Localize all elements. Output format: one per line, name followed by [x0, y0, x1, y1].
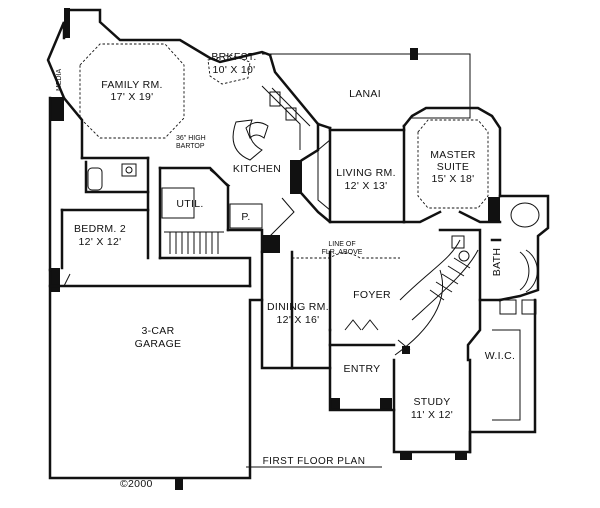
wall-block	[50, 268, 60, 292]
toilet-bowl	[458, 250, 470, 262]
room-label-brkfst-size: 10' X 10'	[213, 64, 256, 76]
stair-curve	[399, 239, 461, 301]
tub	[510, 202, 540, 228]
wall	[62, 96, 84, 160]
exterior-wall	[392, 358, 472, 454]
plan-title: FIRST FLOOR PLAN	[263, 456, 366, 467]
room-label-garage-1: 3-CAR	[141, 325, 174, 337]
counter	[267, 197, 295, 239]
wall	[458, 210, 502, 224]
exterior-wall	[328, 328, 396, 412]
wall	[438, 228, 502, 302]
wall-block	[400, 452, 412, 460]
wall	[84, 160, 150, 194]
room-label-study-size: 11' X 12'	[411, 409, 453, 421]
bathtub	[87, 167, 103, 191]
stairs-1	[164, 231, 224, 254]
exterior-wall	[498, 194, 550, 302]
room-label-master-size: 15' X 18'	[432, 173, 475, 185]
sink	[499, 299, 517, 315]
room-label-media: MEDIA	[56, 69, 63, 92]
copyright: ©2000	[120, 478, 153, 490]
flr-above-label-2: FLR. ABOVE	[322, 249, 363, 256]
garage-door	[63, 273, 71, 287]
wall	[158, 256, 252, 288]
wall	[300, 122, 320, 162]
exterior-wall	[402, 106, 502, 198]
room-label-bath: BATH	[491, 248, 503, 276]
bartop-label-2: BARTOP	[176, 143, 205, 150]
fireplace	[290, 160, 302, 194]
toilet	[451, 235, 465, 249]
room-label-lanai: LANAI	[349, 88, 381, 100]
room-label-study-name: STUDY	[413, 396, 450, 408]
sink	[121, 163, 137, 177]
counter	[261, 85, 301, 150]
room-label-master-name2: SUITE	[437, 161, 469, 173]
room-label-family-size: 17' X 19'	[111, 91, 154, 103]
wall-block	[455, 452, 467, 460]
room-label-brkfst-name: BRKFST.	[211, 51, 256, 63]
wall	[226, 228, 264, 254]
ceiling-outline	[207, 54, 251, 85]
wall	[300, 192, 406, 224]
counter	[209, 169, 231, 187]
exterior-wall	[268, 53, 332, 130]
room-label-util: UTIL.	[176, 198, 203, 210]
exterior-wall	[48, 268, 264, 480]
room-label-entry: ENTRY	[344, 363, 381, 375]
wall-block	[330, 398, 340, 410]
flr-above-label-1: LINE OF	[328, 241, 355, 248]
room-label-kitchen: KITCHEN	[233, 163, 281, 175]
sink	[521, 299, 537, 315]
room-label-living-name: LIVING RM.	[336, 167, 396, 179]
exterior-wall	[46, 21, 66, 100]
room-label-foyer: FOYER	[353, 289, 391, 301]
wall-block	[50, 97, 64, 121]
stair-curve	[411, 249, 479, 321]
wall-block	[262, 235, 280, 253]
ceiling-outline	[79, 43, 185, 139]
island-sink	[245, 122, 269, 139]
room-label-wic: W.I.C.	[485, 350, 515, 362]
room-label-dining-name: DINING RM.	[267, 301, 329, 313]
room-label-dining-size: 12' X 16'	[277, 314, 320, 326]
bartop-label-1: 36" HIGH	[176, 135, 206, 142]
wall	[402, 210, 442, 224]
ceiling-outline	[417, 119, 489, 209]
utility-counter	[161, 187, 195, 219]
counter	[271, 87, 311, 127]
room-label-family-name: FAMILY RM.	[101, 79, 163, 91]
shower	[525, 249, 538, 293]
exterior-wall	[260, 250, 332, 370]
wall-block	[380, 398, 392, 410]
room-label-bedrm2-size: 12' X 12'	[79, 236, 122, 248]
room-label-master-name: MASTER	[430, 149, 476, 161]
entry-doors	[344, 319, 379, 331]
room-label-living-size: 12' X 13'	[345, 180, 388, 192]
room-label-garage-2: GARAGE	[135, 338, 182, 350]
lanai-outline	[262, 53, 471, 119]
stairs-2	[429, 257, 471, 301]
column	[402, 346, 410, 354]
shower	[519, 251, 530, 291]
pantry	[229, 203, 263, 229]
wall-block	[488, 197, 500, 223]
wall-block	[175, 478, 183, 490]
bay	[317, 138, 331, 212]
wall	[466, 298, 482, 362]
shelving	[492, 329, 521, 421]
island-bartop	[232, 119, 263, 161]
room-label-bedrm2-name: BEDRM. 2	[74, 223, 126, 235]
appliance	[285, 107, 297, 121]
sink-basin	[125, 166, 133, 174]
exterior-wall	[68, 8, 272, 64]
wall-block	[64, 8, 70, 38]
appliance	[269, 91, 281, 107]
room-label-pantry: P.	[241, 211, 250, 223]
